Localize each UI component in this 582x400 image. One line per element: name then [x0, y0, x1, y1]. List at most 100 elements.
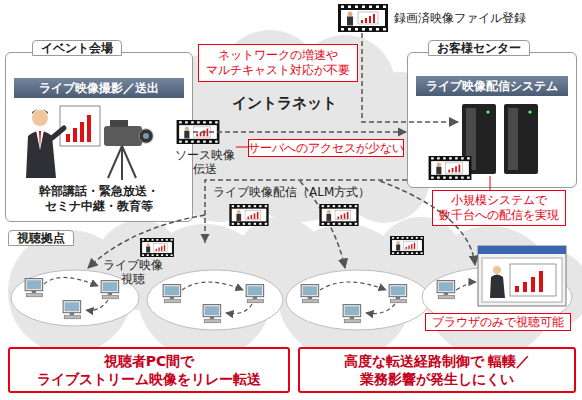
box-text: 小規模システムで 数千台への配信を実現 [435, 193, 563, 223]
box-text: ライブ映像撮影／送出 [39, 80, 159, 97]
site-ellipse [11, 270, 139, 326]
server-illustration [486, 110, 489, 113]
group-heading: イベント会場 [32, 40, 122, 56]
header-bar: ライブ映像撮影／送出 [14, 78, 184, 98]
browser-illustration [510, 264, 556, 296]
pc-icon [163, 285, 181, 303]
presenter-illustration [66, 134, 70, 142]
presenter-illustration [32, 110, 48, 126]
relay-arrow [456, 282, 476, 290]
browser-illustration [490, 275, 505, 299]
box-text: 視聴者PC間で ライブストリーム映像をリレー転送 [14, 352, 284, 388]
browser-illustration [515, 286, 519, 292]
relay-arrow [86, 300, 108, 310]
camera-illustration [110, 120, 128, 127]
site-ellipse [286, 270, 430, 330]
presenter-illustration [26, 106, 100, 178]
box-text: サーバへのアクセスが少ない [248, 141, 404, 156]
camera-illustration [104, 126, 142, 146]
server-illustration [504, 104, 538, 174]
group-heading: 視聴拠点 [8, 230, 74, 246]
arrow-head [398, 128, 407, 137]
group-heading: お客様センター [428, 40, 530, 56]
connector-line [193, 131, 407, 133]
presenter-illustration [36, 130, 44, 150]
browser-illustration [515, 271, 543, 292]
camera-illustration [104, 120, 153, 180]
site-cloud [8, 217, 582, 360]
film-icon [319, 204, 358, 226]
benefit-box: 視聴者PC間で ライブストリーム映像をリレー転送 [8, 347, 290, 393]
browser-illustration [539, 271, 543, 292]
box-text: ライブ映像配信システム [426, 78, 558, 95]
film-icon [429, 156, 472, 180]
camera-illustration [139, 129, 153, 143]
film-icon [140, 238, 174, 257]
presenter-illustration [52, 128, 64, 138]
connector [201, 180, 408, 243]
box-text: 高度な転送経路制御で 輻輳／業務影響が発生しにくい [304, 352, 570, 388]
edge-label: ソース映像 伝送 [173, 148, 237, 176]
pc-icon [246, 285, 264, 303]
pc-icon [437, 281, 455, 299]
server-illustration [528, 110, 531, 113]
benefit-box: 高度な転送経路制御で 輻輳／業務影響が発生しにくい [298, 347, 576, 393]
pc-icon [343, 305, 361, 323]
upload-arrow [362, 33, 458, 122]
network-name: イントラネット [232, 94, 337, 112]
connector-line [205, 180, 407, 243]
server-illustration [462, 104, 538, 174]
header-bar: ライブ映像配信システム [416, 76, 568, 96]
connector [193, 128, 407, 137]
box-text: ネットワークの増速や マルチキャスト対応が不要 [201, 48, 355, 78]
leader-line [236, 147, 248, 148]
camera-illustration [108, 146, 136, 180]
pc-icon [63, 301, 81, 319]
relay-arrow [366, 304, 395, 314]
relay-arrow [44, 277, 476, 313]
callout-box: 小規模システムで 数千台への配信を実現 [432, 190, 566, 226]
film-icon [229, 204, 268, 226]
browser-illustration [478, 246, 566, 306]
distribution-arrow [380, 181, 475, 265]
leader-line [490, 176, 491, 190]
pc-icon [301, 285, 319, 303]
film-icon [390, 236, 424, 255]
browser-illustration [478, 246, 566, 306]
presenter-illustration [87, 115, 91, 142]
callout-box: ブラウザのみで視聴可能 [425, 313, 571, 331]
callout-box: サーバへのアクセスが少ない [248, 139, 404, 157]
distribution-arrow [88, 181, 475, 268]
relay-arrow [44, 277, 98, 286]
edge-label: ライブ映像配信（ALM方式） [213, 185, 370, 199]
browser-illustration [478, 246, 566, 254]
relay-arrow [182, 282, 243, 290]
pc-icon [203, 305, 221, 323]
note-text: 録画済映像ファイル登録 [394, 11, 526, 25]
intranet-cloud [150, 30, 448, 223]
presenter-illustration [73, 128, 77, 142]
arrow-head [201, 234, 210, 243]
relay-arrow [226, 304, 252, 314]
site-ellipse [147, 270, 283, 330]
body-text: 幹部講話・緊急放送・ セミナ中継・教育等 [6, 184, 192, 214]
presenter-illustration [39, 131, 41, 148]
box-text: ブラウザのみで視聴可能 [432, 315, 564, 330]
browser-illustration [531, 277, 535, 292]
camera-illustration [143, 133, 149, 139]
browser-illustration [482, 258, 562, 302]
presenter-illustration [32, 109, 48, 114]
browser-illustration [493, 266, 501, 274]
pc-icon [389, 285, 407, 303]
pc-icon [25, 279, 455, 323]
callout-box: ネットワークの増速や マルチキャスト対応が不要 [198, 44, 358, 82]
presenter-illustration [60, 106, 100, 146]
pc-icon [25, 279, 43, 297]
presenter-illustration [80, 122, 84, 142]
presenter-illustration [66, 115, 91, 142]
pc-icon [101, 281, 119, 299]
